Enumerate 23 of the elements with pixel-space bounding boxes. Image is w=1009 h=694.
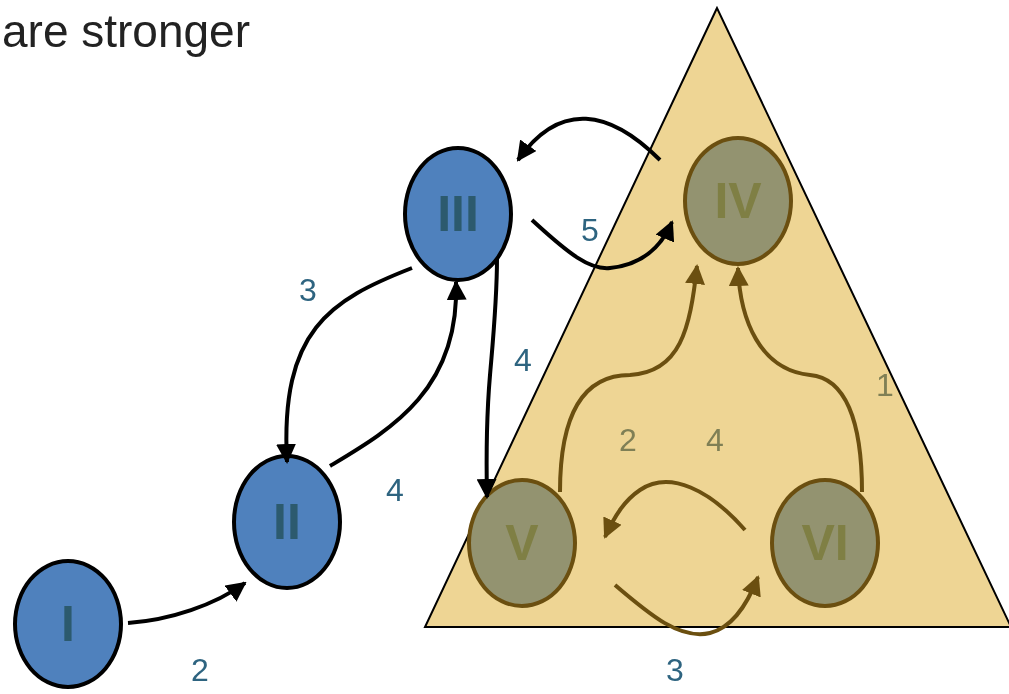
edge-label: 4 <box>706 424 724 456</box>
edge-label: 3 <box>299 274 317 306</box>
node-label: I <box>61 595 75 653</box>
node-label: II <box>273 493 301 551</box>
arrow <box>613 575 761 637</box>
edge-label: 4 <box>514 344 532 376</box>
edge-label: 3 <box>666 654 684 686</box>
arrow <box>328 280 466 468</box>
title: are stronger <box>2 4 250 58</box>
edge-label: 1 <box>876 369 894 401</box>
edge-label: 4 <box>386 474 404 506</box>
node-label: III <box>437 185 479 243</box>
arrow <box>127 581 247 625</box>
triangle-region <box>425 8 1009 627</box>
arrow <box>558 264 705 493</box>
arrow <box>530 218 674 271</box>
arrow <box>729 266 864 493</box>
edge-label: 2 <box>191 654 209 686</box>
arrow <box>603 480 747 539</box>
edge-label: 5 <box>581 214 599 246</box>
arrow <box>476 258 499 499</box>
arrow <box>276 266 413 464</box>
edge-label: 2 <box>619 424 637 456</box>
